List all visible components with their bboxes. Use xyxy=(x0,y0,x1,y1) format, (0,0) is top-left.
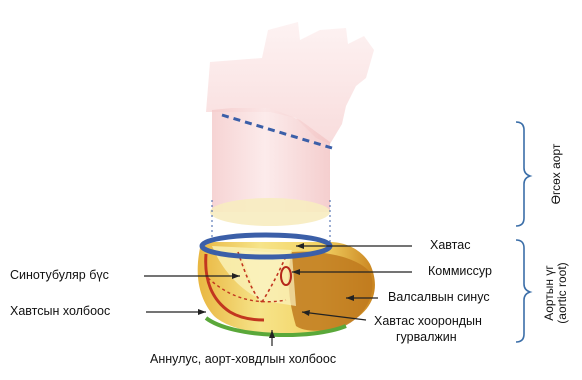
bracket-ascending-aorta xyxy=(516,122,530,226)
label-cusp-attachment: Хавтсын холбоос xyxy=(10,304,110,319)
label-aortic-root-line2: (aortic root) xyxy=(556,247,569,339)
label-leaflet: Хавтас xyxy=(430,238,470,253)
bracket-aortic-root xyxy=(516,240,530,342)
arrow-cusp xyxy=(198,309,206,315)
label-sinotubular: Синотубуляр бүс xyxy=(10,268,109,283)
label-commissure: Коммиссур xyxy=(428,264,492,279)
label-triangle-line2: гурвалжин xyxy=(396,330,457,345)
label-ascending-aorta: Өгсөх аорт xyxy=(550,124,566,224)
label-triangle-line1: Хавтас хоорондын xyxy=(374,314,482,329)
label-annulus: Аннулус, аорт-ховдлын холбоос xyxy=(150,352,336,367)
aorta-lower-ellipse xyxy=(210,198,330,226)
label-ascending-aorta-text: Өгсөх аорт xyxy=(549,144,563,205)
label-aortic-root: Аортын үг (aortic root) xyxy=(543,247,573,339)
label-sinus: Валсалвын синус xyxy=(388,290,490,305)
